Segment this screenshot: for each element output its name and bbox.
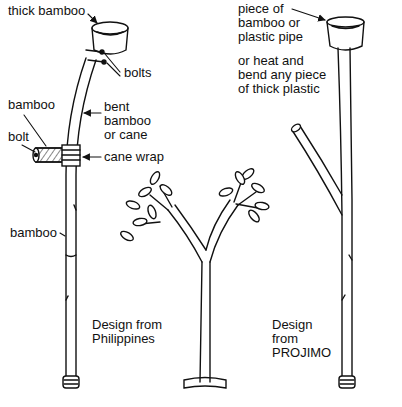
leaf: [132, 217, 147, 226]
part-label: bent bamboo or cane: [104, 100, 162, 142]
rubber-tip: [63, 376, 79, 388]
part-label: cane wrap: [104, 150, 184, 164]
handle-grip: [33, 148, 66, 162]
rubber-tip: [339, 376, 355, 388]
leaves: [119, 167, 269, 243]
part-label: bamboo: [10, 226, 60, 240]
design-caption: Design from PROJIMO: [272, 318, 338, 360]
part-label: bolt: [8, 130, 48, 144]
leaf: [250, 181, 266, 194]
part-label: bamboo: [8, 98, 68, 112]
bolt-symbol: [86, 50, 106, 64]
part-label: piece of bamboo or plastic pipe: [238, 2, 316, 44]
leaf: [125, 199, 141, 210]
plastic-cuff: [327, 17, 364, 50]
leaf: [254, 201, 269, 210]
part-label: thick bamboo: [8, 4, 92, 18]
leaf: [218, 186, 234, 197]
leaf: [137, 185, 153, 198]
leaf: [233, 170, 246, 186]
bamboo-cuff: [92, 22, 128, 54]
note-label: or heat and bend any piece of thick plas…: [238, 54, 334, 96]
leaf: [146, 204, 157, 220]
part-label: bolts: [124, 66, 164, 80]
leaf: [119, 229, 135, 242]
leaf: [158, 183, 173, 197]
leaf: [247, 208, 261, 223]
leaf: [148, 170, 161, 186]
cane-wrap: [62, 145, 80, 166]
design-caption: Design from Philippines: [92, 318, 174, 346]
tree-branch: [119, 167, 269, 388]
